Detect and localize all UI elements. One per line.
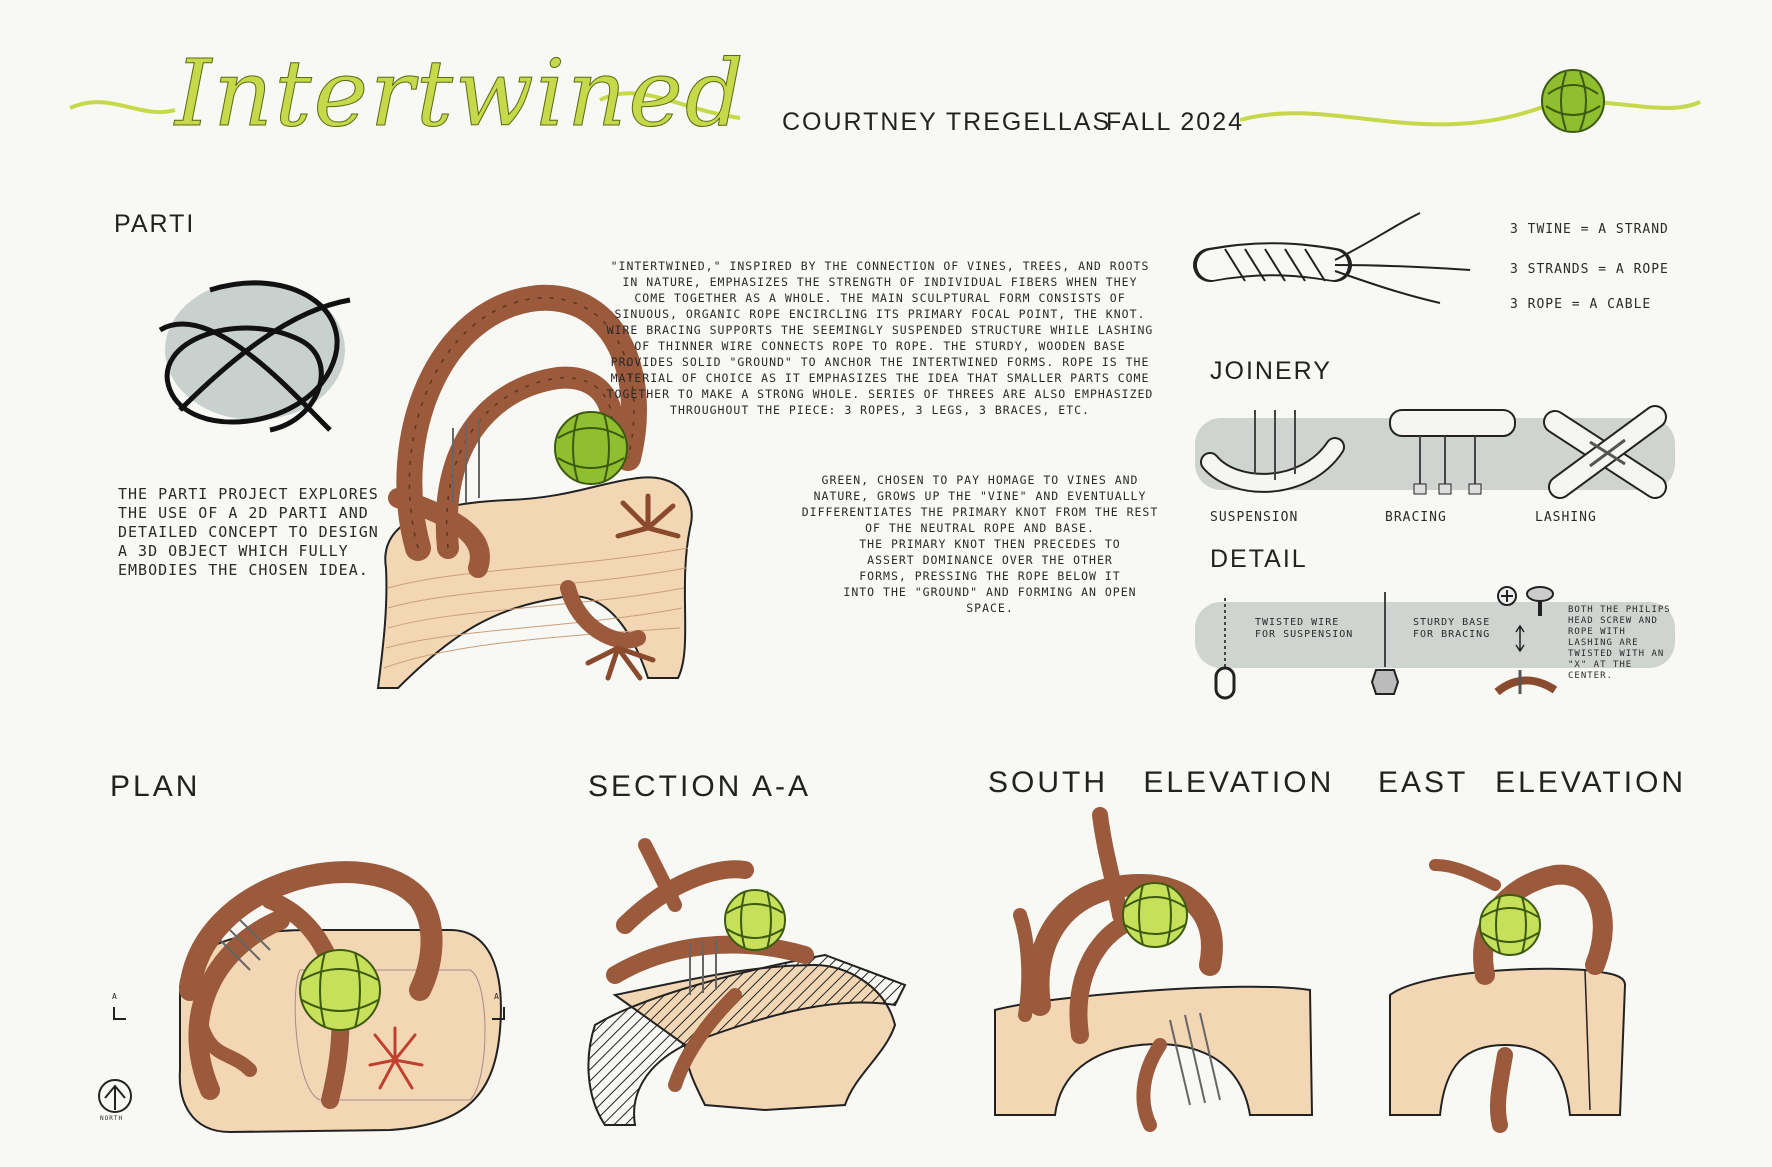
detail-band bbox=[1195, 602, 1675, 668]
joinery-lashing-icon bbox=[1543, 405, 1667, 499]
detail-note-lashing: BOTH THE PHILIPS HEAD SCREW AND ROPE WIT… bbox=[1568, 605, 1671, 681]
header-knot-icon bbox=[1541, 69, 1605, 133]
parti-diagram bbox=[158, 280, 351, 433]
detail-note-bracing: STURDY BASE FOR BRACING bbox=[1413, 617, 1491, 640]
joinery-label-lashing: LASHING bbox=[1535, 510, 1597, 525]
parti-heading: PARTI bbox=[114, 210, 196, 238]
detail-heading: DETAIL bbox=[1210, 545, 1308, 573]
north-label: NORTH bbox=[100, 1115, 124, 1122]
detail-note-suspension: TWISTED WIRE FOR SUSPENSION bbox=[1255, 617, 1354, 640]
rope-legend-rope: 3 ROPE = A CABLE bbox=[1510, 297, 1652, 312]
page-title: Intertwined bbox=[175, 40, 746, 148]
east-elevation-drawing bbox=[1389, 859, 1627, 1133]
plan-heading: PLAN bbox=[110, 770, 201, 803]
section-heading: SECTION A-A bbox=[588, 770, 812, 803]
screw-icon bbox=[1494, 586, 1558, 696]
detail-wire-icon bbox=[1214, 598, 1236, 700]
section-marker-left-label: A bbox=[112, 992, 118, 1001]
section-marker-right bbox=[492, 1007, 505, 1020]
plan-drawing bbox=[178, 861, 502, 1134]
south-elevation-drawing bbox=[994, 807, 1314, 1132]
concept-paragraph-3: THE PRIMARY KNOT THEN PRECEDES TO ASSERT… bbox=[843, 537, 1137, 615]
concept-paragraph-1: "INTERTWINED," INSPIRED BY THE CONNECTIO… bbox=[606, 259, 1154, 417]
joinery-label-suspension: SUSPENSION bbox=[1210, 510, 1299, 525]
joinery-heading: JOINERY bbox=[1210, 357, 1332, 385]
author-name: COURTNEY TREGELLAS bbox=[782, 108, 1112, 136]
east-elevation-heading: EAST ELEVATION bbox=[1378, 766, 1687, 799]
rope-strand-diagram bbox=[1193, 212, 1471, 304]
north-arrow-icon bbox=[98, 1079, 132, 1113]
sculpture-perspective bbox=[376, 284, 693, 689]
title-flourish bbox=[69, 91, 1701, 127]
south-elevation-heading: SOUTH ELEVATION bbox=[988, 766, 1335, 799]
section-drawing bbox=[587, 838, 907, 1126]
joinery-suspension-icon bbox=[1200, 410, 1345, 493]
section-marker-right-label: A bbox=[494, 992, 500, 1001]
parti-description: THE PARTI PROJECT EXPLORES THE USE OF A … bbox=[118, 485, 379, 579]
rope-legend-twine: 3 TWINE = A STRAND bbox=[1510, 222, 1669, 237]
detail-bolt-icon bbox=[1370, 592, 1400, 695]
section-marker-left bbox=[113, 1007, 126, 1020]
rope-legend-strands: 3 STRANDS = A ROPE bbox=[1510, 262, 1669, 277]
joinery-label-bracing: BRACING bbox=[1385, 510, 1447, 525]
concept-paragraph-2: GREEN, CHOSEN TO PAY HOMAGE TO VINES AND… bbox=[801, 473, 1159, 535]
term-label: FALL 2024 bbox=[1106, 108, 1245, 136]
joinery-bracing-icon bbox=[1389, 409, 1516, 495]
